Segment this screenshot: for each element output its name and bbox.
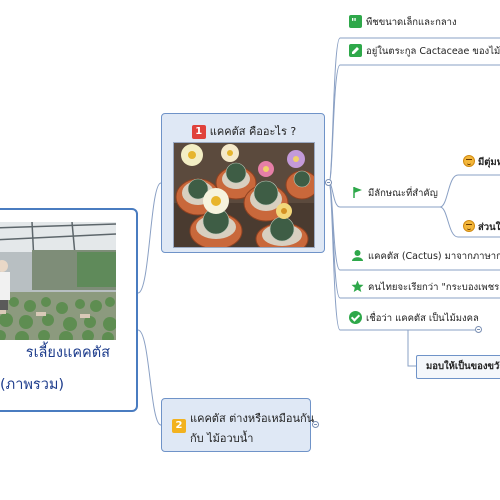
sub-leaf-trait-1-text: มีตุ่มหน [478,157,500,168]
leaf-small-medium-text: พืชขนาดเล็กและกลาง [366,17,457,28]
topic-2-label-line2: กับ ไม้อวบน้ำ [190,432,254,445]
collapse-toggle-icon[interactable] [312,421,319,428]
leaf-key-traits[interactable]: มีลักษณะที่สำคัญ [351,186,438,201]
emoji-icon [463,155,475,167]
leaf-origin[interactable]: แคคตัส (Cactus) มาจากภาษากรีกที่ว่ [351,249,500,264]
leaf-belief-text: เชื่อว่า แคคตัส เป็นไม้มงคล [366,313,479,324]
sub-leaf-trait-2-text: ส่วนใ [478,222,500,233]
person-icon [352,250,363,261]
root-topic-card[interactable] [0,208,138,412]
leaf-thai-name[interactable]: คนไทยจะเรียกว่า "กระบองเพชร" [351,280,500,295]
cactus-pots-photo [173,142,315,248]
leaf-key-traits-text: มีลักษณะที่สำคัญ [368,188,438,199]
topic-2-badge: 2 [172,419,186,433]
quote-icon: " [349,15,362,28]
leaf-thai-name-text: คนไทยจะเรียกว่า "กระบองเพชร" [368,282,500,293]
greenhouse-photo [0,222,116,340]
leaf-small-medium[interactable]: " พืชขนาดเล็กและกลาง [349,15,457,30]
flag-icon [353,187,362,198]
check-icon [349,311,362,324]
leaf-belief[interactable]: เชื่อว่า แคคตัส เป็นไม้มงคล [349,311,479,326]
sub-leaf-trait-2[interactable]: ส่วนใ [463,220,500,235]
emoji-icon [463,220,475,232]
collapse-toggle-icon[interactable] [325,179,332,186]
svg-text:": " [351,16,357,28]
sub-leaf-trait-1[interactable]: มีตุ่มหน [463,155,500,170]
gift-topic[interactable]: มอบให้เป็นของขวัญ [416,355,500,379]
collapse-toggle-icon[interactable] [475,326,482,333]
leaf-family[interactable]: อยู่ในตระกูล Cactaceae ของไม้อวบ [349,44,500,59]
topic-1-badge: 1 [191,125,206,139]
leaf-origin-text: แคคตัส (Cactus) มาจากภาษากรีกที่ว่ [368,251,500,262]
leaf-family-text: อยู่ในตระกูล Cactaceae ของไม้อวบ [366,46,500,57]
topic-1-label: แคคตัส คืออะไร ? [209,125,297,138]
root-subtitle: (ภาพรวม) [0,377,65,393]
star-icon [351,280,364,292]
topic-cactus-vs-succulent[interactable]: 2 แคคตัส ต่างหรือเหมือนกัน กับ ไม้อวบน้ำ [161,398,315,452]
root-title: รเลี้ยงแคคตัส [25,345,110,361]
edit-icon [349,44,362,57]
topic-2-label-line1: แคคตัส ต่างหรือเหมือนกัน [190,412,315,425]
